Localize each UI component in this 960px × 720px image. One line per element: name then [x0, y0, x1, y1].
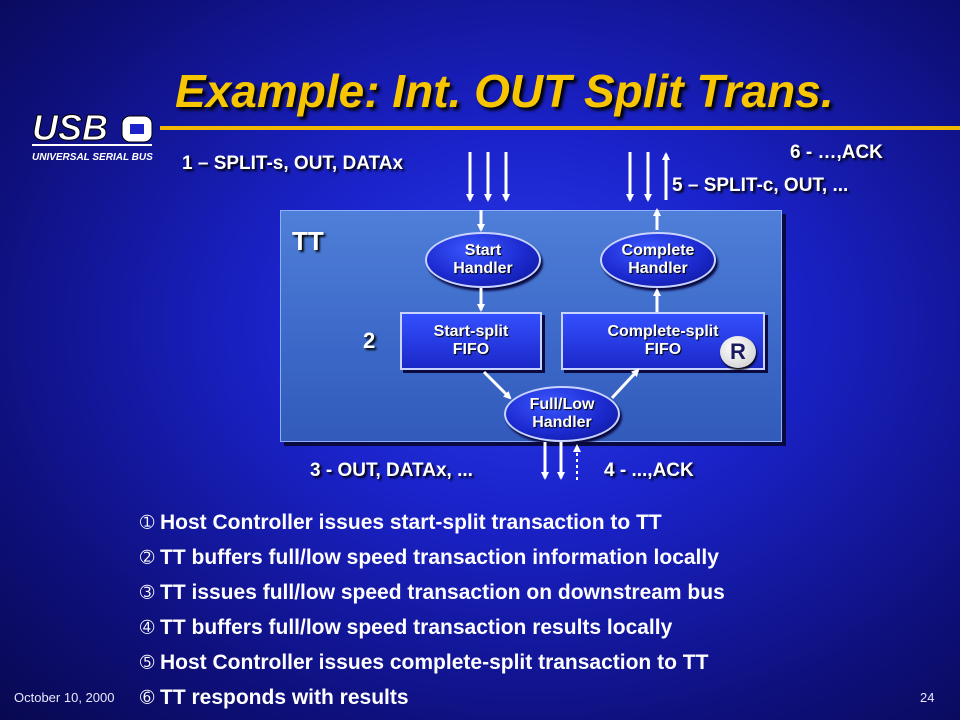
- step5-label: 5 – SPLIT-c, OUT, ...: [672, 175, 849, 196]
- step3-label: 3 - OUT, DATAx, ...: [310, 460, 473, 481]
- fulllow-handler-line2: Handler: [532, 414, 592, 431]
- bullet-text: TT buffers full/low speed transaction re…: [160, 615, 673, 639]
- bullet-text: TT buffers full/low speed transaction in…: [160, 545, 719, 569]
- bullet-list: ➀ Host Controller issues start-split tra…: [140, 505, 950, 715]
- step1-label: 1 – SPLIT-s, OUT, DATAx: [182, 153, 404, 174]
- bullet-marker: ➁: [140, 547, 155, 568]
- start-handler: Start Handler: [425, 232, 541, 288]
- bullet-item: ➀ Host Controller issues start-split tra…: [140, 505, 950, 540]
- complete-handler-line2: Handler: [628, 260, 688, 277]
- fifo-to-fulllow-arrow: [482, 370, 512, 400]
- usb-logo-subtext: UNIVERSAL SERIAL BUS: [32, 152, 153, 163]
- usb-logo-text: USB: [32, 107, 108, 148]
- bullet-text: TT issues full/low speed transaction on …: [160, 580, 725, 604]
- fulllow-handler: Full/Low Handler: [504, 386, 620, 442]
- bullet-marker: ➃: [140, 617, 155, 638]
- bullet-marker: ➅: [140, 687, 155, 708]
- bullet-item: ➄ Host Controller issues complete-split …: [140, 645, 950, 680]
- start-split-fifo: Start-split FIFO: [400, 312, 542, 370]
- title-underline: [160, 126, 960, 130]
- fulllow-to-fifo-arrow: [610, 368, 640, 400]
- slide-title: Example: Int. OUT Split Trans.: [175, 65, 834, 117]
- step4-label: 4 - ...,ACK: [604, 460, 694, 481]
- start-fifo-line1: Start-split: [433, 323, 509, 340]
- page-number: 24: [920, 690, 935, 705]
- r-badge: R: [720, 336, 756, 368]
- bullet-marker: ➄: [140, 652, 155, 673]
- usb-logo: USB UNIVERSAL SERIAL BUS: [28, 106, 168, 176]
- fulllow-handler-line1: Full/Low: [529, 396, 595, 413]
- complete-handler-line1: Complete: [621, 242, 695, 259]
- step2-label: 2: [363, 328, 376, 353]
- start-handler-line2: Handler: [453, 260, 513, 277]
- footer-date: October 10, 2000: [14, 690, 115, 705]
- bullet-text: Host Controller issues complete-split tr…: [160, 650, 709, 674]
- bullet-marker: ➀: [140, 512, 155, 533]
- step6-label: 6 - …,ACK: [790, 142, 883, 163]
- complete-fifo-line2: FIFO: [644, 341, 682, 358]
- complete-fifo-line1: Complete-split: [607, 323, 719, 340]
- bullet-item: ➁ TT buffers full/low speed transaction …: [140, 540, 950, 575]
- tt-label: TT: [292, 226, 324, 256]
- bullet-item: ➃ TT buffers full/low speed transaction …: [140, 610, 950, 645]
- bullet-text: TT responds with results: [160, 685, 409, 709]
- usb-plug-icon: [121, 115, 153, 143]
- bullet-text: Host Controller issues start-split trans…: [160, 510, 662, 534]
- bullet-item: ➂ TT issues full/low speed transaction o…: [140, 575, 950, 610]
- start-handler-line1: Start: [464, 242, 502, 259]
- start-fifo-line2: FIFO: [452, 341, 490, 358]
- bullet-marker: ➂: [140, 582, 155, 603]
- complete-handler: Complete Handler: [600, 232, 716, 288]
- bullet-item: ➅ TT responds with results: [140, 680, 950, 715]
